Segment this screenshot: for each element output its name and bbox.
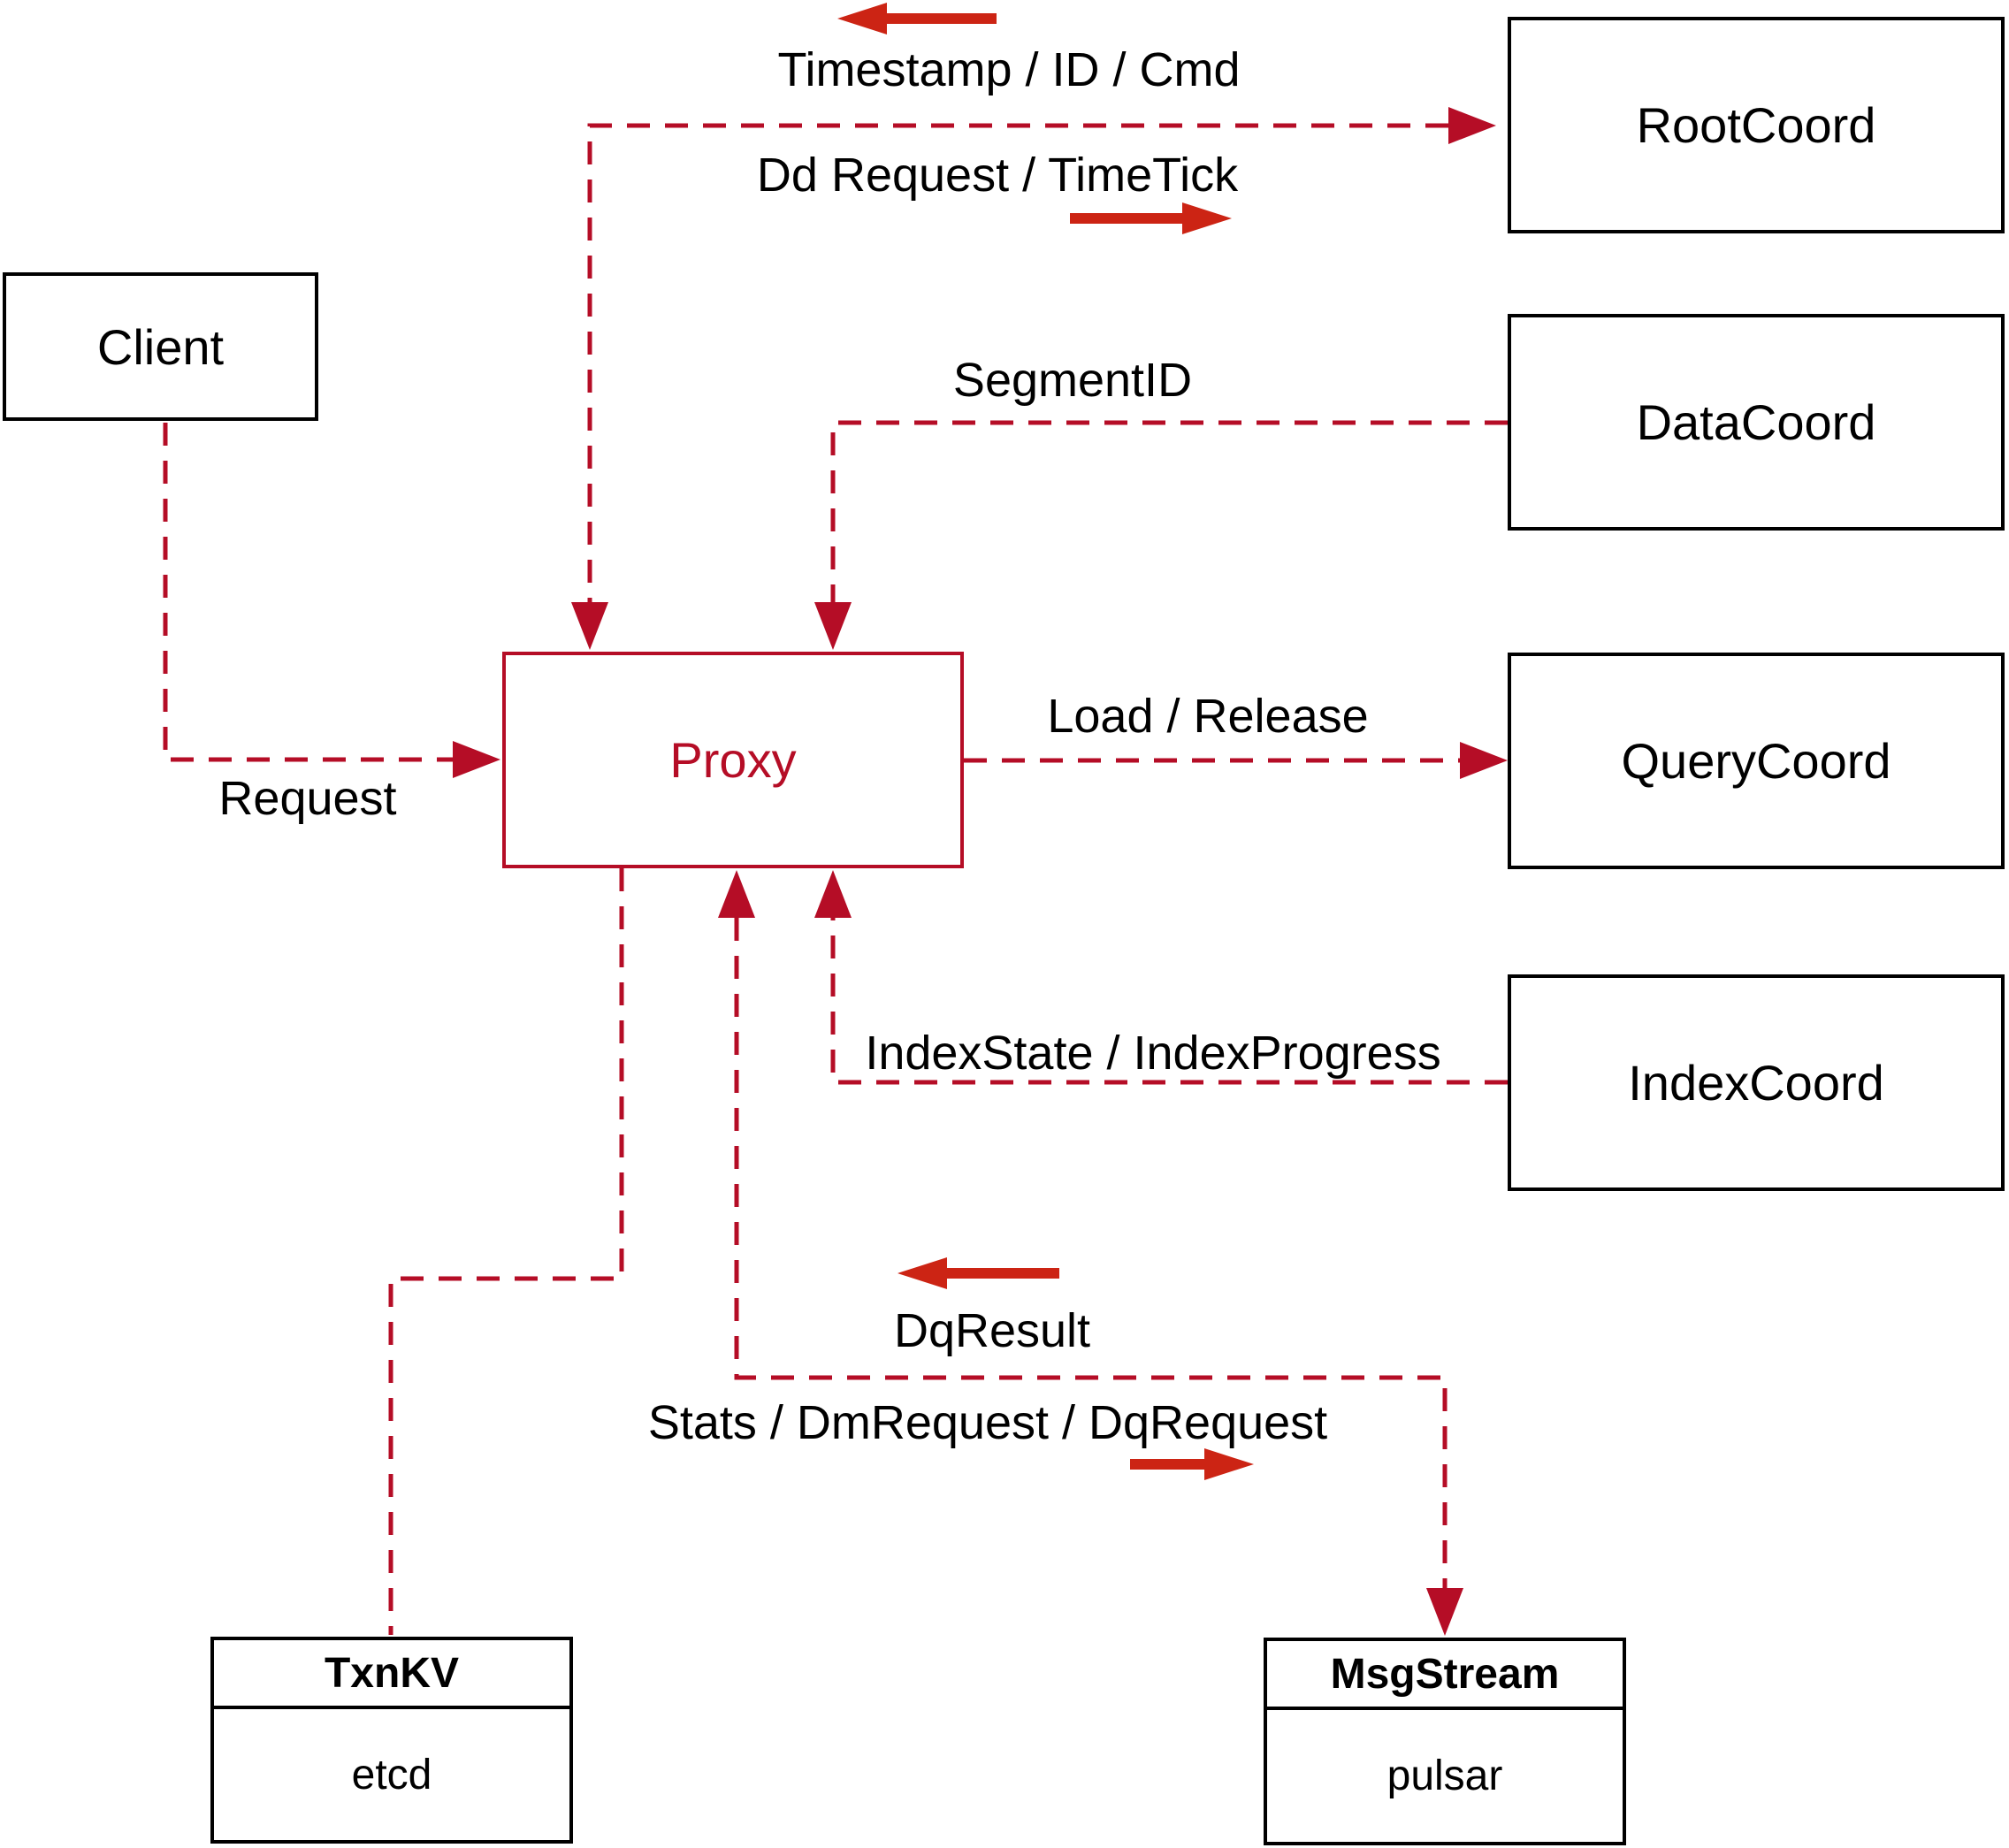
edge-label-timestamp-id-cmd: Timestamp / ID / Cmd	[777, 43, 1241, 96]
node-client-label: Client	[96, 318, 225, 375]
edge-label-segmentid: SegmentID	[952, 354, 1193, 407]
edge-proxy-txnkv	[388, 868, 624, 1635]
arrowhead-into-proxy-bottom-mid	[718, 870, 755, 918]
node-msgstream-title: MsgStream	[1267, 1641, 1623, 1710]
edge-datacoord-proxy	[830, 420, 1508, 602]
edge-proxy-rootcoord	[587, 123, 1448, 602]
edge-label-dqresult: DqResult	[893, 1304, 1091, 1357]
node-indexcoord: IndexCoord	[1508, 974, 2005, 1191]
arrowhead-into-proxy-top-right	[814, 602, 852, 650]
stats-direction-right-arrow	[1130, 1448, 1254, 1480]
edge-label-dd-request-timetick: Dd Request / TimeTick	[756, 149, 1239, 202]
edge-label-request: Request	[218, 772, 397, 825]
edge-client-proxy	[163, 423, 453, 762]
node-msgstream-impl: pulsar	[1386, 1753, 1503, 1799]
arrowhead-into-proxy-left	[453, 741, 500, 778]
node-rootcoord-label: RootCoord	[1636, 97, 1876, 153]
arrowhead-into-proxy-top-left	[571, 602, 608, 650]
node-txnkv-impl: etcd	[351, 1751, 432, 1798]
node-rootcoord: RootCoord	[1508, 17, 2005, 233]
node-proxy: Proxy	[502, 652, 964, 868]
node-proxy-label: Proxy	[669, 732, 797, 788]
edge-label-indexstate-indexprogress: IndexState / IndexProgress	[865, 1027, 1441, 1080]
dd-request-direction-right-arrow	[1070, 202, 1232, 234]
node-datacoord: DataCoord	[1508, 314, 2005, 531]
edge-proxy-msgstream	[734, 918, 1448, 1588]
edge-label-load-release: Load / Release	[1047, 690, 1369, 743]
arrowhead-into-msgstream	[1426, 1588, 1463, 1636]
arrowhead-into-proxy-bottom-right	[814, 870, 852, 918]
node-client: Client	[3, 272, 318, 421]
node-txnkv: TxnKV etcd	[210, 1637, 573, 1844]
dqresult-direction-left-arrow	[898, 1257, 1059, 1289]
node-datacoord-label: DataCoord	[1636, 394, 1876, 450]
arrowhead-into-querycoord	[1460, 742, 1508, 779]
arrowhead-into-rootcoord	[1448, 107, 1496, 144]
edge-label-stats-dmrequest-dqrequest: Stats / DmRequest / DqRequest	[647, 1396, 1328, 1449]
node-txnkv-title: TxnKV	[214, 1640, 569, 1709]
node-indexcoord-label: IndexCoord	[1628, 1055, 1884, 1111]
timestamp-direction-left-arrow	[837, 3, 997, 34]
node-querycoord: QueryCoord	[1508, 653, 2005, 869]
node-msgstream: MsgStream pulsar	[1264, 1638, 1626, 1845]
node-querycoord-label: QueryCoord	[1621, 733, 1891, 789]
